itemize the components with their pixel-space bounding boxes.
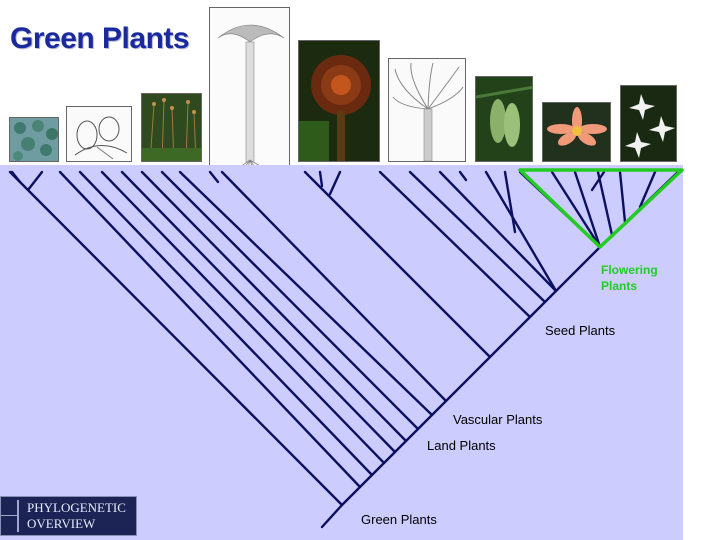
phylogenetic-overview-badge: PHYLOGENETIC OVERVIEW (0, 496, 137, 536)
vascular-plants-label: Vascular Plants (453, 412, 543, 427)
green-plants-label: Green Plants (361, 512, 437, 527)
liverwort-drawing-image (66, 106, 132, 162)
flowering-plants-highlight (518, 168, 684, 249)
tree-branches (8, 170, 680, 529)
fern-fiddlehead-image (298, 40, 380, 162)
flowering-plants-label: Flowering Plants (601, 263, 658, 293)
water-lily-image (542, 102, 611, 162)
cycad-drawing-image (388, 58, 466, 162)
badge-line-2: OVERVIEW (27, 516, 96, 531)
badge-line-1: PHYLOGENETIC (27, 500, 126, 515)
green-algae-image (9, 117, 59, 162)
seed-plants-label: Seed Plants (545, 323, 616, 338)
land-plants-label: Land Plants (427, 438, 496, 453)
page-title: Green Plants (10, 22, 190, 55)
moss-image (141, 93, 202, 162)
white-flowers-image (620, 85, 677, 162)
conifer-cone-image (475, 76, 533, 162)
